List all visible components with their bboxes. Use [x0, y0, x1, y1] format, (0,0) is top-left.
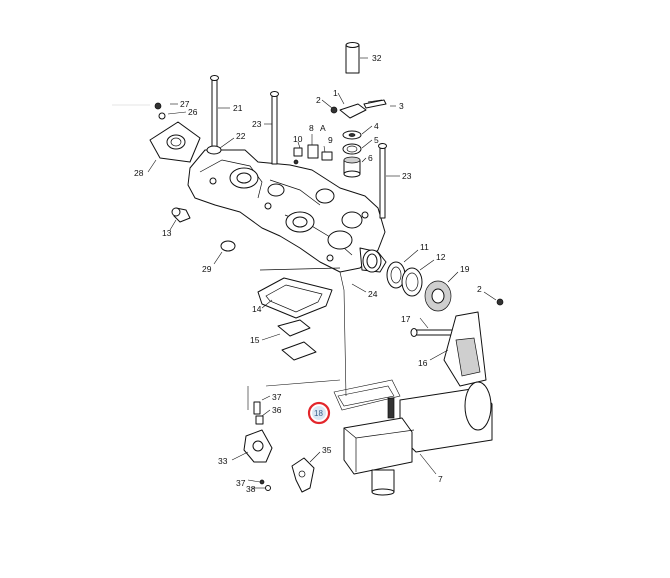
callout-23-right: 23	[402, 171, 412, 181]
motor-assembly	[333, 379, 493, 496]
callout-26: 26	[188, 107, 198, 117]
callout-28: 28	[134, 168, 144, 178]
callout-2: 2	[316, 95, 321, 105]
callout-A: A	[320, 123, 326, 133]
check-valve-parts	[293, 144, 333, 165]
leader-lines	[147, 57, 497, 489]
callout-1: 1	[333, 88, 338, 98]
callout-4: 4	[374, 121, 379, 131]
callout-9: 9	[328, 135, 333, 145]
callout-6: 6	[368, 153, 373, 163]
callout-3: 3	[399, 101, 404, 111]
callout-14: 14	[252, 304, 262, 314]
mounting-bracket	[410, 311, 487, 387]
callout-35: 35	[322, 445, 332, 455]
callout-2-right: 2	[477, 284, 482, 294]
callout-24: 24	[368, 289, 378, 299]
callout-23-left: 23	[252, 119, 262, 129]
callout-29: 29	[202, 264, 212, 274]
callout-labels: 32 1 2 3 27 26 21 4 5 6 23 22 10 8 A 9 2…	[134, 53, 482, 494]
callout-7: 7	[438, 474, 443, 484]
callout-11: 11	[420, 242, 429, 252]
callout-19: 19	[460, 264, 470, 274]
pump-head-casting	[187, 149, 387, 273]
callout-21: 21	[233, 103, 243, 113]
callout-38: 38	[246, 484, 256, 494]
callout-8: 8	[309, 123, 314, 133]
gaskets	[257, 267, 341, 361]
callout-16: 16	[418, 358, 428, 368]
valve-stack	[330, 42, 387, 219]
callout-37-top: 37	[272, 392, 282, 402]
callout-27: 27	[180, 99, 190, 109]
callout-17: 17	[401, 314, 411, 324]
left-fasteners	[149, 75, 279, 165]
sensor-and-plug	[171, 207, 236, 252]
callout-33: 33	[218, 456, 228, 466]
callout-18-highlight[interactable]: 18	[307, 401, 331, 425]
callout-5: 5	[374, 135, 379, 145]
callout-22: 22	[236, 131, 246, 141]
callout-18: 18	[314, 409, 323, 418]
callout-36: 36	[272, 405, 282, 415]
callout-10: 10	[293, 134, 303, 144]
callout-12: 12	[436, 252, 446, 262]
lever-parts	[243, 401, 315, 493]
callout-32: 32	[372, 53, 382, 63]
callout-13: 13	[162, 228, 172, 238]
seal-rings	[386, 261, 504, 312]
callout-37-bottom: 37	[236, 478, 246, 488]
callout-15: 15	[250, 335, 260, 345]
